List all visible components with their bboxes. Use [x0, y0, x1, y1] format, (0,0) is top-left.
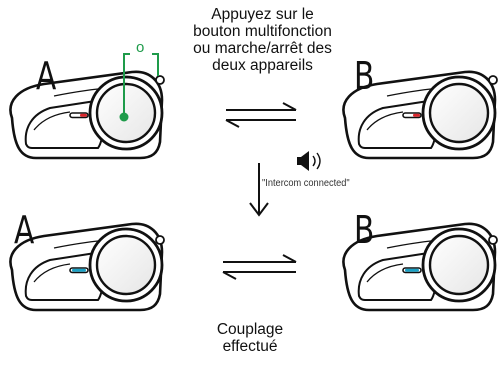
exchange-arrows-bottom — [222, 254, 297, 280]
press-instruction-line-4: deux appareils — [212, 57, 313, 74]
press-instruction: Appuyez sur le bouton multifonction ou m… — [160, 6, 365, 74]
multifunction-button-marker — [119, 112, 129, 122]
speaker-icon — [297, 151, 321, 171]
pairing-result: Couplage effectué — [185, 321, 315, 355]
pairing-result-line-1: Couplage — [216, 321, 284, 338]
device-b-label-top: B — [354, 54, 375, 98]
button-callout-symbol: o — [136, 39, 145, 56]
device-b-before — [342, 70, 498, 160]
device-b-label-bottom: B — [354, 208, 375, 252]
device-a-label-top: A — [36, 54, 57, 98]
device-a-label-bottom: A — [14, 208, 35, 252]
device-a-before — [9, 70, 165, 160]
down-arrow — [249, 163, 269, 217]
button-callout — [123, 53, 159, 113]
device-b-paired — [342, 222, 498, 312]
exchange-arrows-top — [225, 102, 297, 128]
device-a-paired — [9, 222, 165, 312]
audio-prompt: "Intercom connected" — [262, 177, 350, 189]
press-instruction-line-2: bouton multifonction — [193, 23, 332, 40]
press-instruction-line-3: ou marche/arrêt des — [193, 40, 332, 57]
pairing-result-line-2: effectué — [222, 338, 278, 355]
press-instruction-line-1: Appuyez sur le — [211, 6, 314, 23]
